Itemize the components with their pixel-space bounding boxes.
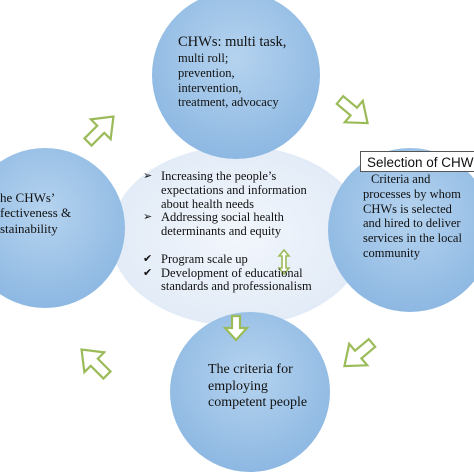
list-item: ➢ Increasing the people’s expectations a… (143, 169, 353, 211)
list-item-line: determinants and equity (161, 224, 282, 238)
arrow-right-to-bottom-icon (343, 337, 377, 368)
right-circle-line: services in the local (363, 231, 462, 245)
list-item-line: Program scale up (161, 251, 248, 266)
bottom-circle (170, 312, 330, 472)
left-circle-line: stainability (0, 220, 58, 236)
center-list: ➢ Increasing the people’s expectations a… (143, 169, 353, 295)
arrow-bullet-icon: ➢ (143, 170, 153, 182)
top-circle-text: CHWs: multi task, multi roll; prevention… (178, 34, 286, 110)
right-circle-line: and hired to deliver (363, 216, 461, 231)
list-item: ➢ Addressing social health determinants … (143, 210, 353, 239)
list-item-line: Addressing social health (161, 210, 284, 225)
arrow-down-to-bottom-icon (222, 314, 250, 342)
list-item-line: Increasing the people’s (161, 169, 277, 183)
list-item: ✔ Development of educational standards a… (143, 265, 353, 295)
arrow-left-to-top-icon (82, 115, 115, 148)
arrow-bottom-to-left-icon (80, 348, 113, 381)
right-circle-line: community (363, 245, 420, 260)
double-arrow-icon (277, 248, 291, 276)
left-circle-line: he CHWs’ (0, 190, 56, 205)
list-item-line: expectations and information (161, 182, 307, 197)
list-item-line: about health needs (161, 196, 255, 211)
bottom-circle-line: competent people (208, 395, 308, 411)
arrow-bullet-icon: ➢ (143, 211, 153, 224)
right-circle-line: processes by whom (363, 186, 461, 201)
top-circle-line: intervention, (178, 80, 242, 95)
bottom-circle-line: The criteria for (208, 362, 293, 377)
top-circle-line: prevention, (178, 65, 235, 80)
center-ellipse (110, 146, 366, 326)
list-item-line: standards and professionalism (161, 279, 312, 294)
right-circle-line: Criteria and (371, 172, 431, 186)
selection-heading: Selection of CHW (360, 151, 474, 172)
top-circle-line: treatment, advocacy (178, 95, 279, 110)
right-circle-line: CHWs is selected (363, 201, 452, 216)
left-circle-line: fectiveness & (0, 205, 72, 221)
bottom-circle-text: The criteria for employing competent peo… (208, 362, 307, 412)
left-circle-text: he CHWs’ fectiveness & stainability (0, 190, 71, 236)
arrow-top-to-right-icon (335, 94, 369, 125)
list-item-line: Development of educational (161, 265, 303, 280)
check-bullet-icon: ✔ (143, 252, 153, 265)
bottom-circle-line: employing (208, 378, 268, 394)
top-circle (152, 0, 320, 159)
right-circle-text: Criteria and processes by whom CHWs is s… (363, 172, 462, 261)
list-item: ✔ Program scale up (143, 251, 353, 267)
check-bullet-icon: ✔ (143, 266, 153, 279)
top-circle-line: multi roll; (178, 51, 229, 66)
left-circle (0, 148, 125, 308)
right-circle (328, 148, 474, 312)
top-circle-line: CHWs: multi task, (178, 34, 287, 50)
